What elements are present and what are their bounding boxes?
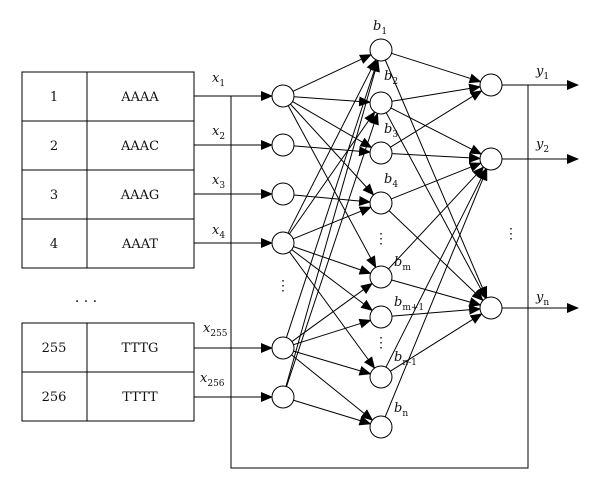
hidden-node <box>369 38 393 62</box>
sequence-table-top: 1 AAAA 2 AAAC 3 AAAG 4 AAAT <box>21 71 195 269</box>
hidden-nodes-ellipsis-lower: ⋮ <box>374 335 388 351</box>
input-hidden-connection <box>293 399 372 426</box>
table-index-cell: 256 <box>42 390 67 405</box>
input-hidden-connection <box>292 54 372 92</box>
input-hidden-connection <box>289 251 376 369</box>
input-label-x255: x255 <box>203 321 228 339</box>
hidden-node <box>369 141 393 165</box>
input-label-x3: x3 <box>212 173 225 191</box>
table-gap-ellipsis: . . . <box>75 290 97 306</box>
table-index-cell: 255 <box>42 341 67 356</box>
hidden-label-b1: b1 <box>373 19 387 37</box>
table-sequence-cell: AAAG <box>120 188 160 203</box>
hidden-labels: b1 b2 b3 b4 bm bm+1 bn-1 bn <box>373 19 424 419</box>
input-node <box>271 336 295 360</box>
table-index-cell: 4 <box>50 237 58 252</box>
input-hidden-connection <box>291 282 373 342</box>
output-node <box>479 73 503 97</box>
input-label-x2: x2 <box>212 124 225 142</box>
input-node <box>271 133 295 157</box>
hidden-label-b3: b3 <box>384 122 398 140</box>
feedback-loop-line <box>230 85 529 469</box>
input-hidden-connection <box>293 96 372 107</box>
output-label-y1: y1 <box>535 64 549 82</box>
hidden-node <box>369 265 393 289</box>
input-node <box>271 182 295 206</box>
input-node <box>271 385 295 409</box>
table-index-cell: 3 <box>50 188 58 203</box>
hidden-output-connection <box>391 162 482 200</box>
input-node <box>271 84 295 108</box>
hidden-output-connection <box>388 210 484 302</box>
hidden-node <box>369 91 393 115</box>
input-hidden-connection <box>287 105 377 269</box>
hidden-label-bn1: bn-1 <box>394 350 417 368</box>
hidden-output-connection <box>385 112 487 300</box>
hidden-output-connection <box>391 152 482 163</box>
input-hidden-connection <box>285 59 380 387</box>
input-hidden-connection <box>293 318 372 346</box>
hidden-output-connection <box>391 52 482 84</box>
output-node <box>479 296 503 320</box>
hidden-output-connection <box>390 90 483 148</box>
hidden-node <box>369 415 393 439</box>
table-sequence-cell: TTTG <box>122 341 159 356</box>
hidden-label-bm1: bm+1 <box>394 295 424 313</box>
hidden-output-connection <box>384 168 488 418</box>
network-connections <box>194 52 579 426</box>
hidden-output-connection <box>391 304 482 317</box>
hidden-node <box>369 305 393 329</box>
hidden-label-bn: bn <box>394 401 408 419</box>
hidden-nodes-ellipsis-upper: ⋮ <box>374 231 388 247</box>
output-label-yn: yn <box>535 290 549 308</box>
output-labels: y1 y2 yn <box>535 64 549 308</box>
input-nodes-ellipsis: ⋮ <box>276 278 290 294</box>
hidden-node <box>369 365 393 389</box>
hidden-label-bm: bm <box>394 255 411 273</box>
input-hidden-connection <box>291 354 374 421</box>
sequence-table-bottom: 255 TTTG 256 TTTT <box>21 322 195 422</box>
hidden-output-connection <box>388 166 485 270</box>
output-label-y2: y2 <box>535 137 549 155</box>
hidden-output-connection <box>390 107 483 155</box>
input-hidden-connection <box>293 350 372 376</box>
hidden-output-connection <box>385 167 487 368</box>
input-hidden-connection <box>293 145 372 157</box>
hidden-node <box>369 191 393 215</box>
hidden-label-b4: b4 <box>384 172 398 190</box>
input-hidden-connection <box>286 112 379 387</box>
table-index-cell: 2 <box>50 139 58 154</box>
hidden-label-b2: b2 <box>384 69 398 87</box>
input-hidden-connection <box>292 101 373 148</box>
hidden-output-connection <box>391 83 482 102</box>
table-sequence-cell: AAAA <box>120 90 159 105</box>
input-hidden-connection <box>288 111 376 235</box>
output-nodes-ellipsis: ⋮ <box>504 226 518 242</box>
table-sequence-cell: AAAT <box>121 237 158 252</box>
output-node <box>479 147 503 171</box>
input-hidden-connection <box>293 246 372 275</box>
table-sequence-cell: TTTT <box>122 390 158 405</box>
input-hidden-connection <box>291 249 374 311</box>
input-labels: x1 x2 x3 x4 x255 x256 <box>200 71 228 389</box>
input-label-x1: x1 <box>212 71 225 89</box>
input-label-x4: x4 <box>212 223 225 241</box>
input-hidden-connection <box>285 59 379 338</box>
input-node <box>271 231 295 255</box>
input-hidden-connection <box>287 58 377 234</box>
network-nodes <box>271 38 503 439</box>
input-label-x256: x256 <box>200 371 225 389</box>
table-index-cell: 1 <box>50 90 58 105</box>
hidden-output-connection <box>390 313 483 372</box>
table-sequence-cell: AAAC <box>120 139 159 154</box>
